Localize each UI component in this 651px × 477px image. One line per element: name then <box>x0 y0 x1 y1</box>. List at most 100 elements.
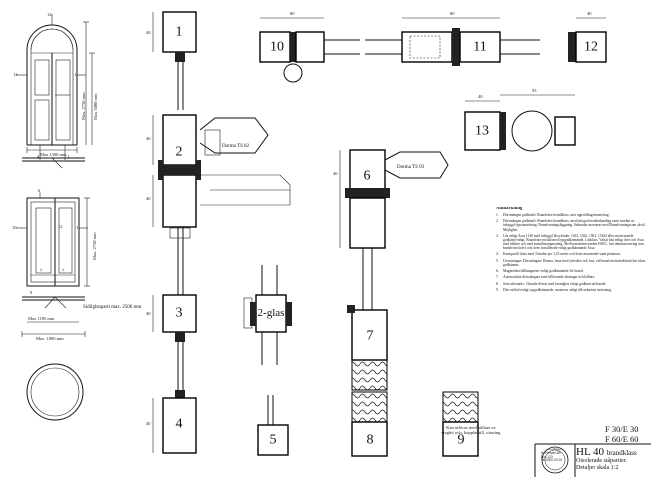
note-item: 5. Utrustningar: Dörrstängare Dorma, fast… <box>496 259 646 267</box>
svg-text:40: 40 <box>333 171 338 176</box>
sidelight-note-label: Sidlightsparti max. 2500 mm <box>83 305 141 310</box>
svg-text:40: 40 <box>146 421 151 426</box>
arch-marker-13: 13 <box>13 72 18 77</box>
company-line: Tel 0000-00 00 <box>541 458 563 463</box>
note-number: 8. <box>496 281 499 286</box>
detail-glass-section <box>243 265 292 365</box>
arch-width-label: Max 1300 mm <box>40 152 67 157</box>
company-logo: Al-fönster <box>541 446 569 474</box>
glass-label: 2-glas <box>258 307 285 319</box>
arch-marker-12: 12 <box>47 12 52 17</box>
closer-ts82-label: Dorma TS 82 <box>222 144 250 149</box>
model-subtitle: Oisolerade ståpartier. Detaljer skala 1:… <box>576 458 627 471</box>
model-name: HL 40 <box>576 446 605 458</box>
svg-text:40: 40 <box>146 311 151 316</box>
note-text: Karmprofil fästa med 3 bindar per 1,25 m… <box>503 252 622 257</box>
class-code-line-2: F 60/E 60 <box>605 434 639 444</box>
arch-height-label: Max. 2750 mm <box>81 92 86 120</box>
detail-number-8: 8 <box>367 433 374 448</box>
detail-9-section <box>442 391 479 457</box>
double-marker-7a: 7 <box>40 268 43 273</box>
double-marker-12: 12 <box>58 224 63 229</box>
detail-7-section <box>347 305 388 391</box>
note-number: 1. <box>496 213 499 218</box>
note-item: 8. Som alternativ: Glasade dörrar med bra… <box>496 282 646 286</box>
double-height-label: Max. 2750 mm <box>92 232 97 260</box>
fire-class-codes: F 30/E 30 F 60/E 60 <box>605 424 639 444</box>
company-line: Box 123 <box>541 454 553 459</box>
svg-text:40: 40 <box>478 94 483 99</box>
detail-number-12: 12 <box>584 40 598 55</box>
detail-number-3: 3 <box>176 306 183 321</box>
notes-title: Anmärkning <box>496 207 523 211</box>
note-text: Lås enligt Assa 1140 med inbyggd låscyli… <box>503 233 645 251</box>
note-text: Som alternativ: Glasade dörrar med brand… <box>503 281 607 286</box>
detail-13-section: 40 93 <box>464 88 576 152</box>
company-details: Al-Fönster AB Box 123 Tel 0000-00 00 <box>541 451 563 463</box>
company-line: Al-Fönster AB <box>541 451 561 455</box>
detail-12-section: 40 <box>568 11 607 63</box>
class-code-line-1: F 30/E 30 <box>605 424 639 434</box>
detail-number-6: 6 <box>364 169 371 184</box>
double-marker-9: 9 <box>30 290 33 295</box>
note-item: 9. Dörr utförd enligt typgodkännande, mon… <box>496 288 646 292</box>
note-text: Utrustningar: Dörrstängare Dorma, fasta … <box>503 258 646 267</box>
detail-number-13: 13 <box>475 124 489 139</box>
detail-3-section: 40 <box>146 270 197 390</box>
svg-text:40: 40 <box>146 30 151 35</box>
note-item: 3. Lås enligt Assa 1140 med inbyggd låscy… <box>496 234 646 250</box>
double-marker-6: 6 <box>38 188 41 193</box>
elevation-arch-door <box>16 14 95 169</box>
note-number: 2. <box>496 219 499 224</box>
detail-8-section <box>351 391 388 457</box>
note-number: 6. <box>496 269 499 274</box>
model-suffix: brandklass <box>606 449 637 457</box>
note-item: 2. Dörrmängen godkänd i Brandvärn brandkl… <box>496 219 646 231</box>
caption-line-2: stegbit och, kopplat till, väsning <box>441 430 501 436</box>
double-total-width-label: Max. 1000 mm <box>36 336 64 341</box>
detail-11-section: 80 <box>365 11 540 66</box>
note-item: 6. Magnetiska hållmagneter enligt godkänn… <box>496 269 646 273</box>
note-text: Dörrmängen godkänd i Brandvärn brandklas… <box>503 213 610 218</box>
detail-number-5: 5 <box>270 433 277 448</box>
detail-10-section: 80 <box>259 11 360 83</box>
detail-number-9: 9 <box>458 433 465 448</box>
svg-text:80: 80 <box>290 11 295 16</box>
detail-6-section: 40 <box>333 149 449 310</box>
double-width-label: Max 1185 mm <box>28 316 55 321</box>
closer-ts93-label: Dorma TS 93 <box>397 165 425 170</box>
detail-number-11: 11 <box>473 40 486 55</box>
note-text: Dörr utförd enligt typgodkännande, monte… <box>503 287 612 292</box>
svg-text:40: 40 <box>587 11 592 16</box>
svg-text:40: 40 <box>146 196 151 201</box>
note-number: 7. <box>496 275 499 280</box>
note-number: 9. <box>496 287 499 292</box>
note-text: Dörrmängen godkänd i Brandvärn brandklas… <box>503 219 646 232</box>
note-text: Magnetiska hållmagneter enligt godkännan… <box>503 269 584 274</box>
detail-4-section: 40 <box>146 390 197 454</box>
note-item: 4. Karmprofil fästa med 3 bindar per 1,25… <box>496 252 646 256</box>
title-block-frame <box>534 443 651 477</box>
note-number: 4. <box>496 252 499 257</box>
arch-marker-4: 4 <box>37 154 40 159</box>
model-subtitle-line-2: Oisolerade ståpartier. <box>576 458 627 464</box>
double-marker-10: 10 <box>12 225 17 230</box>
model-title: HL 40 brandklass <box>576 447 637 459</box>
arch-marker-1: 1 <box>67 154 69 159</box>
elevation-double-door <box>16 192 90 337</box>
svg-text:93: 93 <box>532 88 537 93</box>
round-window-elevation <box>26 363 84 421</box>
svg-text:40: 40 <box>146 136 151 141</box>
note-text: Automatiska dörrstängare med tillhörande… <box>503 275 596 280</box>
note-number: 3. <box>496 233 499 238</box>
note-number: 5. <box>496 258 499 263</box>
detail-1-section: 40 <box>146 11 197 110</box>
svg-text:80: 80 <box>450 11 455 16</box>
double-marker-7b: 7 <box>62 268 65 273</box>
detail-number-1: 1 <box>176 25 183 40</box>
bottom-caption: Kan utföras med källare av stegbit och, … <box>441 425 501 435</box>
note-item: 7. Automatiska dörrstängare med tillhöran… <box>496 275 646 279</box>
note-item: 1. Dörrmängen godkänd i Brandvärn brandkl… <box>496 213 646 217</box>
detail-number-10: 10 <box>270 40 284 55</box>
